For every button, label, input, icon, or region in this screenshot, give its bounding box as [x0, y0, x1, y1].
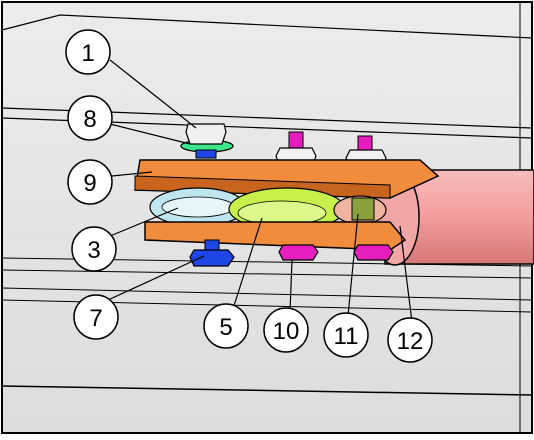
nut-10: [278, 244, 319, 261]
pulley-11: [333, 195, 387, 225]
svg-text:8: 8: [83, 106, 96, 133]
rail-edge-top: [1, 14, 533, 39]
leader-lines: [107, 59, 413, 323]
svg-text:11: 11: [334, 323, 359, 350]
rail-line-bottom: [1, 385, 533, 396]
pulley-5: [228, 187, 346, 231]
svg-text:1: 1: [81, 40, 94, 67]
callout-8: 8: [67, 95, 113, 141]
bottom-plate: [144, 221, 407, 251]
callout-7: 7: [73, 294, 119, 340]
callout-5: 5: [203, 303, 249, 349]
svg-text:12: 12: [397, 328, 424, 355]
svg-text:5: 5: [219, 314, 232, 341]
nut-7: [189, 239, 235, 267]
callout-3: 3: [71, 226, 117, 272]
callout-1: 1: [65, 29, 111, 75]
svg-text:3: 3: [87, 237, 100, 264]
callout-9: 9: [67, 159, 113, 205]
rail-line-5: [1, 287, 533, 301]
nut-12-bottom: [353, 244, 394, 261]
callout-11: 11: [323, 312, 369, 358]
svg-text:10: 10: [273, 318, 300, 345]
callout-12: 12: [387, 317, 433, 363]
callout-10: 10: [263, 307, 309, 353]
bolt-1: [180, 123, 234, 159]
svg-text:9: 9: [83, 170, 96, 197]
svg-text:7: 7: [89, 305, 102, 332]
